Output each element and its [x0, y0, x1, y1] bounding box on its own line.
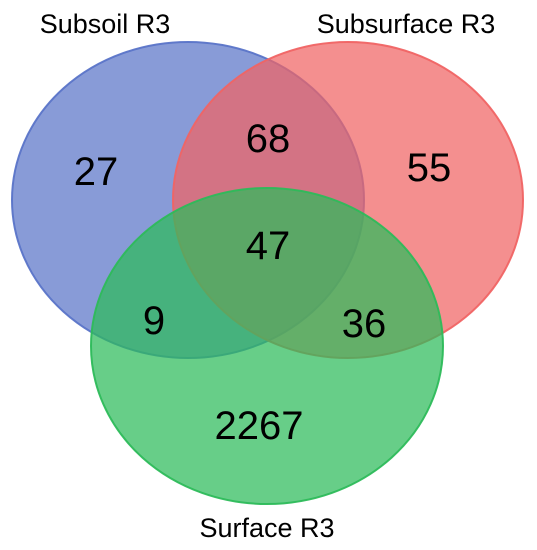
count-subsurface-only: 55 — [407, 146, 452, 190]
count-subsurface-surface: 36 — [342, 302, 387, 346]
surface-label: Surface R3 — [199, 513, 334, 543]
count-subsoil-only: 27 — [74, 150, 119, 194]
count-subsoil-surface: 9 — [143, 299, 165, 343]
count-subsoil-subsurface: 68 — [246, 117, 291, 161]
surface-circle — [90, 187, 444, 505]
count-all-three: 47 — [246, 224, 291, 268]
subsoil-label: Subsoil R3 — [40, 9, 171, 39]
count-surface-only: 2267 — [215, 404, 304, 448]
subsurface-label: Subsurface R3 — [317, 9, 496, 39]
